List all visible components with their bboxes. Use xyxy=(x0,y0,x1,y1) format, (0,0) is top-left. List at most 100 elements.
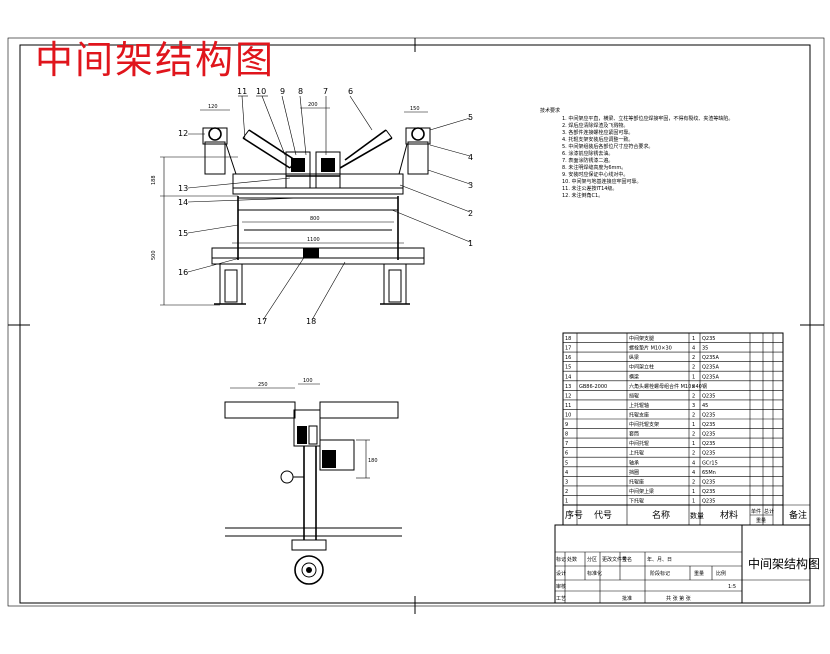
technical-notes: 技术要求 1. 中间架应平直，横梁、立柱等部位应焊接牢固，不得有裂纹、夹渣等缺陷… xyxy=(540,107,733,199)
parts-row-13-no: 13 xyxy=(565,384,571,390)
header-no: 序号 xyxy=(565,509,583,521)
note-line-10: 10. 中间架与地基连接应牢固可靠。 xyxy=(562,178,642,185)
parts-row-17-no: 17 xyxy=(565,346,571,352)
tb-design: 设计 xyxy=(556,570,566,577)
parts-row-8-no: 8 xyxy=(565,432,568,438)
parts-row-10-mat: Q235 xyxy=(702,413,715,419)
tb-process: 工艺 xyxy=(556,596,566,602)
parts-row-1-no: 1 xyxy=(565,499,568,505)
dim-200: 200 xyxy=(308,102,318,108)
tb-approve: 批准 xyxy=(622,595,632,602)
callout-17: 17 xyxy=(257,317,267,326)
parts-row-7-name: 中间托辊 xyxy=(629,440,649,447)
parts-row-17-name: 螺栓垫片 M10×30 xyxy=(629,345,672,352)
parts-row-15-mat: Q235A xyxy=(702,365,719,371)
parts-row-16-no: 16 xyxy=(565,355,571,361)
lower-roller xyxy=(237,197,399,211)
tb-mark: 标记 xyxy=(556,556,566,563)
tb-sign: 签名 xyxy=(622,556,632,563)
dim-100: 100 xyxy=(303,378,313,384)
callout-9: 9 xyxy=(280,87,285,96)
parts-row-7-mat: Q235 xyxy=(702,441,715,447)
tb-zone: 分区 xyxy=(587,556,597,563)
tb-scale: 1:5 xyxy=(728,584,736,590)
callout-14: 14 xyxy=(178,198,188,207)
callout-5: 5 xyxy=(468,113,473,122)
parts-row-13-mat: 钢 xyxy=(702,383,707,390)
header-name: 名称 xyxy=(652,509,670,521)
parts-row-5-no: 5 xyxy=(565,460,568,466)
parts-row-14-qty: 1 xyxy=(692,374,695,380)
note-line-8: 8. 未注明焊缝高度为6mm。 xyxy=(562,164,626,171)
parts-row-14-name: 横梁 xyxy=(629,373,639,380)
dim-120: 120 xyxy=(208,104,218,110)
left-guide-roller xyxy=(208,127,222,141)
parts-row-9-name: 中间托辊支架 xyxy=(629,421,659,428)
callout-2: 2 xyxy=(468,209,473,218)
left-guide-post xyxy=(204,141,226,175)
parts-row-1-qty: 1 xyxy=(692,499,695,505)
tb-std: 标准化 xyxy=(587,570,602,577)
parts-row-15-name: 中间架立柱 xyxy=(629,364,654,371)
callout-3: 3 xyxy=(468,181,473,190)
tb-review: 审核 xyxy=(556,583,566,590)
parts-row-16-qty: 2 xyxy=(692,355,695,361)
parts-row-5-name: 轴承 xyxy=(629,459,639,466)
parts-row-17-qty: 4 xyxy=(692,346,695,352)
side-left-arm xyxy=(224,401,296,419)
dim-188: 188 xyxy=(151,175,157,185)
note-line-9: 9. 安装时应保证中心线对中。 xyxy=(562,171,628,178)
note-line-4: 4. 托辊支架安装后应调整一致。 xyxy=(562,136,633,143)
callout-1: 1 xyxy=(468,239,473,248)
parts-row-8-qty: 2 xyxy=(692,432,695,438)
dim-150: 150 xyxy=(410,106,420,112)
parts-row-4-qty: 4 xyxy=(692,470,695,476)
parts-row-4-mat: 65Mn xyxy=(702,470,716,476)
right-guide-post xyxy=(407,141,429,175)
center-idler-left xyxy=(285,151,311,189)
front-view: 1100 800 500 188 120 200 150 xyxy=(151,102,431,306)
parts-row-2-no: 2 xyxy=(565,489,568,495)
parts-row-3-mat: Q235 xyxy=(702,479,715,485)
callout-7: 7 xyxy=(323,87,328,96)
parts-row-11-no: 11 xyxy=(565,403,571,409)
callout-18: 18 xyxy=(306,317,316,326)
parts-row-16-name: 纵梁 xyxy=(629,354,639,361)
header-code: 代号 xyxy=(594,510,612,521)
parts-row-15-qty: 2 xyxy=(692,365,695,371)
center-idler-right xyxy=(315,151,341,189)
header-qty: 数量 xyxy=(690,511,704,520)
parts-row-9-mat: Q235 xyxy=(702,422,715,428)
left-wing-idler xyxy=(242,137,291,169)
callout-6: 6 xyxy=(348,87,353,96)
parts-row-13-qty: 8 xyxy=(692,384,695,390)
parts-row-12-mat: Q235 xyxy=(702,393,715,399)
callout-13: 13 xyxy=(178,184,188,193)
parts-row-18-name: 中间架支腿 xyxy=(629,335,654,342)
right-guide-roller xyxy=(411,127,425,141)
tb-date: 年、月、日 xyxy=(647,556,672,563)
parts-row-12-name: 挡辊 xyxy=(629,392,639,399)
drawing-title: 中间架结构图 xyxy=(35,38,275,82)
parts-row-14-mat: Q235A xyxy=(702,374,719,380)
note-line-6: 6. 涂漆前应除锈去油。 xyxy=(562,150,613,157)
parts-row-17-mat: 35 xyxy=(702,346,708,352)
tb-sheets: 共 张 第 张 xyxy=(666,595,691,602)
callouts: 11 10 9 8 7 6 5 4 3 2 1 12 13 14 15 16 1… xyxy=(178,87,473,326)
parts-row-12-no: 12 xyxy=(565,393,571,399)
tb-ratio: 比例 xyxy=(716,570,726,577)
parts-row-6-name: 上托辊 xyxy=(629,450,644,457)
parts-row-18-mat: Q235 xyxy=(702,336,715,342)
dim-800: 800 xyxy=(310,216,320,222)
center-support-block xyxy=(303,248,319,258)
parts-row-9-no: 9 xyxy=(565,422,568,428)
header-material: 材料 xyxy=(720,509,738,521)
side-pin xyxy=(280,470,294,484)
parts-row-13-code: GB86-2000 xyxy=(579,384,607,390)
parts-row-1-mat: Q235 xyxy=(702,499,715,505)
parts-row-11-name: 上托辊轴 xyxy=(629,402,649,409)
tb-docno: 更改文件号 xyxy=(602,556,627,563)
note-line-1: 1. 中间架应平直，横梁、立柱等部位应焊接牢固，不得有裂纹、夹渣等缺陷。 xyxy=(562,115,733,122)
